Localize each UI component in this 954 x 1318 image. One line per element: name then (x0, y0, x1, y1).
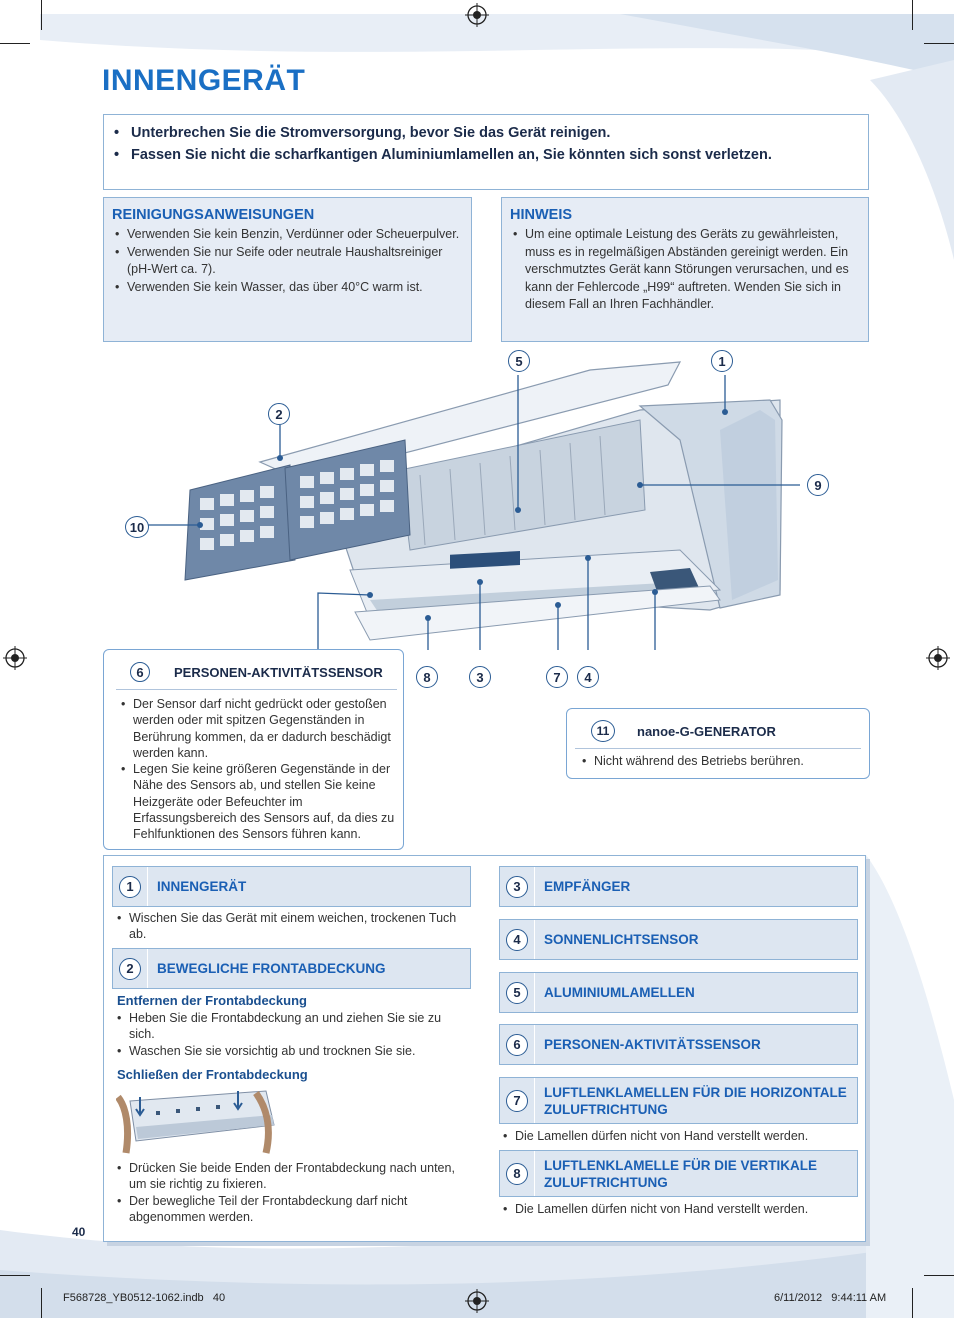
close-cover-illustration (116, 1090, 275, 1154)
number-badge: 4 (506, 928, 528, 951)
component-label: BEWEGLICHE FRONTABDECKUNG (157, 949, 464, 988)
sensor-box-header: 6 PERSONEN-AKTIVITÄTSSENSOR (116, 660, 397, 690)
list-item: Waschen Sie sie vorsichtig ab und trockn… (114, 1043, 464, 1059)
crop-mark (912, 1288, 913, 1318)
component-5-header: 5 ALUMINIUMLAMELLEN (499, 972, 858, 1013)
list-item: Verwenden Sie nur Seife oder neutrale Ha… (112, 244, 463, 279)
component-8-header: 8 LUFTLENKLAMELLE FÜR DIE VERTIKALE ZULU… (499, 1150, 858, 1197)
crop-mark (924, 1275, 954, 1276)
component-2-header: 2 BEWEGLICHE FRONTABDECKUNG (112, 948, 471, 989)
number-badge: 6 (506, 1033, 528, 1056)
list-item: Verwenden Sie kein Wasser, das über 40°C… (112, 279, 463, 297)
list-item: Die Lamellen dürfen nicht von Hand verst… (500, 1201, 858, 1217)
sensor-box-title: PERSONEN-AKTIVITÄTSSENSOR (174, 665, 383, 680)
component-3-header: 3 EMPFÄNGER (499, 866, 858, 907)
callout-5: 5 (508, 350, 530, 372)
component-4-header: 4 SONNENLICHTSENSOR (499, 919, 858, 960)
registration-mark-icon (465, 1289, 489, 1313)
crop-mark (41, 0, 42, 30)
note-heading: HINWEIS (510, 207, 573, 223)
list-item: Nicht während des Betriebs berühren. (579, 753, 863, 771)
number-badge: 6 (130, 662, 150, 682)
note-box: HINWEIS Um eine optimale Leistung des Ge… (501, 197, 869, 342)
number-badge: 5 (506, 981, 528, 1004)
number-badge: 2 (119, 957, 141, 980)
number-badge: 11 (591, 720, 615, 742)
sensor-info-box: 6 PERSONEN-AKTIVITÄTSSENSOR Der Sensor d… (103, 649, 404, 850)
component-7-header: 7 LUFTLENKLAMELLEN FÜR DIE HORIZONTALE Z… (499, 1077, 858, 1124)
nanoe-box-header: 11 nanoe-G-GENERATOR (575, 717, 861, 749)
callout-4: 4 (577, 666, 599, 688)
component-label: ALUMINIUMLAMELLEN (544, 973, 851, 1012)
list-item: Um eine optimale Leistung des Geräts zu … (510, 226, 860, 314)
remove-cover-heading: Entfernen der Frontabdeckung (117, 993, 307, 1008)
component-label: LUFTLENKLAMELLE FÜR DIE VERTIKALE ZULUFT… (544, 1151, 851, 1196)
list-item: Der bewegliche Teil der Frontabdeckung d… (114, 1193, 469, 1225)
callout-1: 1 (711, 350, 733, 372)
callout-8: 8 (416, 666, 438, 688)
component-1-list: Wischen Sie das Gerät mit einem weichen,… (114, 910, 464, 942)
page-number: 40 (72, 1225, 86, 1239)
crop-mark (0, 43, 30, 44)
component-label: PERSONEN-AKTIVITÄTSSENSOR (544, 1025, 851, 1064)
component-label: EMPFÄNGER (544, 867, 851, 906)
registration-mark-icon (3, 646, 27, 670)
component-6-header: 6 PERSONEN-AKTIVITÄTSSENSOR (499, 1024, 858, 1065)
callout-9: 9 (807, 474, 829, 496)
footer-date: 6/11/2012 9:44:11 AM (774, 1292, 887, 1304)
number-badge: 3 (506, 875, 528, 898)
list-item: Verwenden Sie kein Benzin, Verdünner ode… (112, 226, 463, 244)
list-item: Drücken Sie beide Enden der Frontabdecku… (114, 1160, 469, 1192)
list-item: Die Lamellen dürfen nicht von Hand verst… (500, 1128, 858, 1144)
list-item: Der Sensor darf nicht gedrückt oder gest… (118, 696, 397, 761)
registration-mark-icon (926, 646, 950, 670)
crop-mark (0, 1275, 30, 1276)
crop-mark (912, 0, 913, 30)
component-7-list: Die Lamellen dürfen nicht von Hand verst… (500, 1128, 858, 1144)
component-1-header: 1 INNENGERÄT (112, 866, 471, 907)
indoor-unit-illustration (148, 361, 800, 650)
close-cover-heading: Schließen der Frontabdeckung (117, 1067, 308, 1082)
footer-file: F568728_YB0512-1062.indb 40 (63, 1292, 226, 1304)
component-8-list: Die Lamellen dürfen nicht von Hand verst… (500, 1201, 858, 1217)
registration-mark-icon (465, 3, 489, 27)
number-badge: 1 (119, 875, 141, 898)
number-badge: 7 (506, 1089, 528, 1112)
callout-7: 7 (546, 666, 568, 688)
remove-cover-list: Heben Sie die Frontabdeckung an und zieh… (114, 1010, 464, 1059)
close-cover-list: Drücken Sie beide Enden der Frontabdecku… (114, 1160, 469, 1225)
warning-item: Fassen Sie nicht die scharfkantigen Alum… (114, 144, 858, 166)
list-item: Legen Sie keine größeren Gegenstände in … (118, 761, 397, 842)
warning-box: Unterbrechen Sie die Stromversorgung, be… (103, 114, 869, 190)
number-badge: 8 (506, 1162, 528, 1185)
component-label: SONNENLICHTSENSOR (544, 920, 851, 959)
cleaning-instructions-box: REINIGUNGSANWEISUNGEN Verwenden Sie kein… (103, 197, 472, 342)
warning-item: Unterbrechen Sie die Stromversorgung, be… (114, 122, 858, 144)
page-title: INNENGERÄT (102, 64, 306, 97)
nanoe-box-title: nanoe-G-GENERATOR (637, 724, 776, 739)
component-label: INNENGERÄT (157, 867, 464, 906)
list-item: Heben Sie die Frontabdeckung an und zieh… (114, 1010, 464, 1042)
nanoe-info-box: 11 nanoe-G-GENERATOR Nicht während des B… (566, 708, 870, 779)
callout-2: 2 (268, 403, 290, 425)
component-label: LUFTLENKLAMELLEN FÜR DIE HORIZONTALE ZUL… (544, 1078, 851, 1123)
callout-10: 10 (125, 516, 149, 538)
cleaning-heading: REINIGUNGSANWEISUNGEN (112, 207, 315, 223)
callout-3: 3 (469, 666, 491, 688)
crop-mark (41, 1288, 42, 1318)
crop-mark (924, 43, 954, 44)
list-item: Wischen Sie das Gerät mit einem weichen,… (114, 910, 464, 942)
